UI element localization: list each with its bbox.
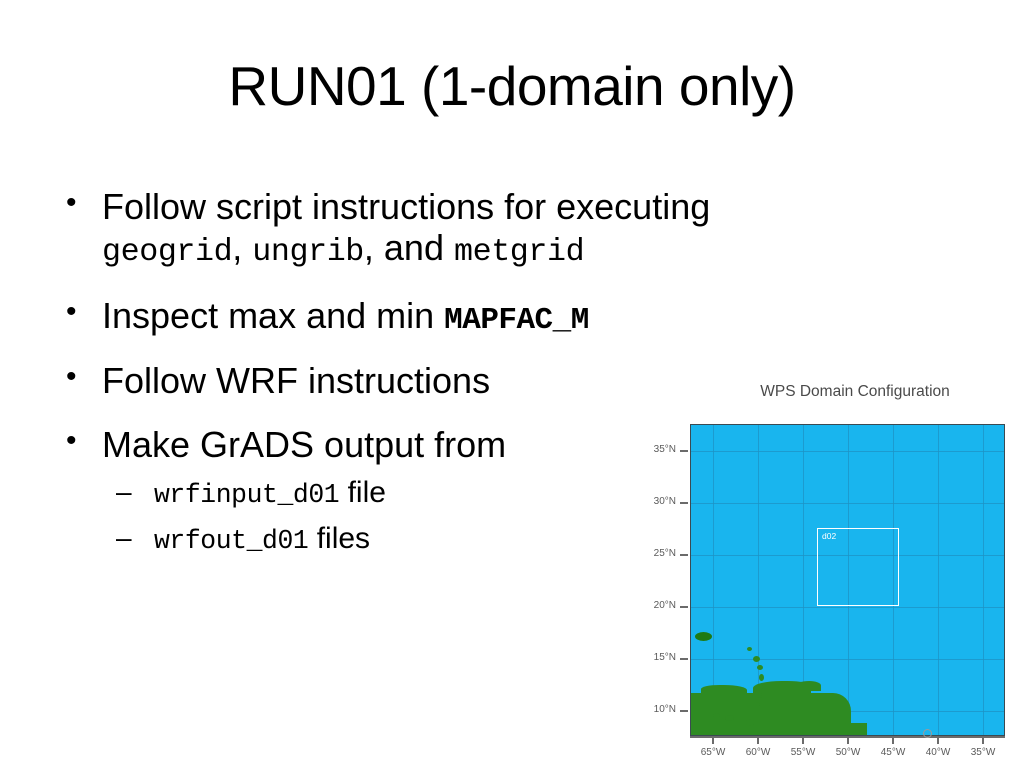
sub-bullet-marker: – [116,522,132,554]
page-title: RUN01 (1-domain only) [228,55,796,117]
x-tick-label-65w: 65°W [700,747,726,758]
landmass-island-11 [713,713,720,718]
gridline-lat-30 [691,503,1004,504]
y-tick-label-15n: 15°N [653,652,676,663]
gridline-lon-65 [713,425,714,735]
separator-1: , [232,227,253,269]
bullet-1-continuation: geogrid, ungrib, and metgrid [102,227,848,270]
x-tick-label-45w: 45°W [880,747,906,758]
gridline-lon-50 [848,425,849,735]
bullet-marker: • [66,294,77,328]
x-tick-label-35w: 35°W [970,747,996,758]
landmass-puerto-rico [695,632,712,641]
code-wrfout-d01: wrfout_d01 [154,526,309,557]
landmass-island-6 [758,693,762,698]
x-tick-label-60w: 60°W [745,747,771,758]
landmass-island-5 [759,684,763,690]
y-tick-mark-25n [680,554,688,556]
gridline-lon-45 [893,425,894,735]
code-mapfac-m: MAPFAC_M [444,302,589,338]
map-title: WPS Domain Configuration [760,383,950,400]
x-tick-mark-45w [892,736,894,744]
gridline-lat-15 [691,659,1004,660]
landmass-island-3 [757,665,763,670]
code-wrfinput-d01: wrfinput_d01 [154,480,340,511]
y-tick-label-20n: 20°N [653,600,676,611]
nested-domain-box-d02: d02 [817,528,899,606]
landmass-island-10 [725,715,734,721]
gridline-lon-40 [938,425,939,735]
x-tick-mark-35w [982,736,984,744]
gridline-lat-20 [691,607,1004,608]
list-item-bullet-2: • Inspect max and min MAPFAC_M [58,295,848,339]
map-plot-area: d02 [690,424,1005,736]
gridline-lon-60 [758,425,759,735]
bullet-marker: • [66,186,77,219]
landmass-island-1 [747,647,752,651]
landmass-island-9 [746,719,754,726]
y-tick-mark-20n [680,606,688,608]
y-tick-label-30n: 30°N [653,496,676,507]
wps-domain-figure: WPS Domain Configuration [648,383,1024,768]
landmass-island-7 [755,702,760,707]
gridline-lat-35 [691,451,1004,452]
y-tick-mark-35n [680,450,688,452]
bullet-3-text: Follow WRF instructions [102,360,491,402]
gridline-lon-55 [803,425,804,735]
list-item-sub-bullet-2: – wrfout_d01 files [58,521,848,557]
list-item-bullet-1: • Follow script instructions for executi… [58,186,848,271]
landmass-coast-bump-1 [701,685,747,695]
y-tick-label-10n: 10°N [653,704,676,715]
x-tick-label-55w: 55°W [790,747,816,758]
code-geogrid: geogrid [102,234,233,271]
sub-bullet-2-tail: files [308,522,371,556]
landmass-coast-bump-3 [795,681,821,691]
code-metgrid: metgrid [453,234,585,271]
nested-domain-label: d02 [822,531,837,541]
x-tick-mark-60w [757,736,759,744]
bullet-marker: • [66,360,77,394]
y-tick-mark-10n [680,710,688,712]
landmass-island-4 [759,674,764,681]
landmass-island-8 [751,711,757,717]
gridline-lon-35 [983,425,984,735]
landmass-coast-east-tip [841,723,867,735]
x-tick-label-50w: 50°W [835,747,861,758]
x-tick-mark-65w [712,736,714,744]
spacer [58,340,848,360]
x-tick-label-40w: 40°W [925,747,951,758]
y-tick-mark-15n [680,658,688,660]
spacer [58,273,848,295]
x-tick-mark-55w [802,736,804,744]
list-item-bullet-3: • Follow WRF instructions [58,360,848,401]
sub-bullet-marker: – [116,476,132,508]
gridline-lat-25 [691,555,1004,556]
landmass-island-2 [753,656,760,662]
y-tick-label-25n: 25°N [653,548,676,559]
bullet-1-text: Follow script instructions for executing [102,186,711,227]
cursor-marker-icon [923,729,932,738]
bullet-list: • Follow script instructions for executi… [58,186,848,558]
list-item-bullet-4: • Make GrADS output from [58,424,848,465]
bullet-2-text: Inspect max and min [102,294,445,336]
bullet-4-text: Make GrADS output from [102,423,507,465]
bullet-marker: • [66,423,77,457]
list-item-sub-bullet-1: – wrfinput_d01 file [58,475,848,511]
x-tick-mark-40w [937,736,939,744]
y-tick-label-35n: 35°N [653,444,676,455]
separator-2: , and [363,227,454,269]
code-ungrib: ungrib [252,234,364,271]
x-tick-mark-50w [847,736,849,744]
sub-bullet-1-tail: file [339,476,386,510]
y-tick-mark-30n [680,502,688,504]
